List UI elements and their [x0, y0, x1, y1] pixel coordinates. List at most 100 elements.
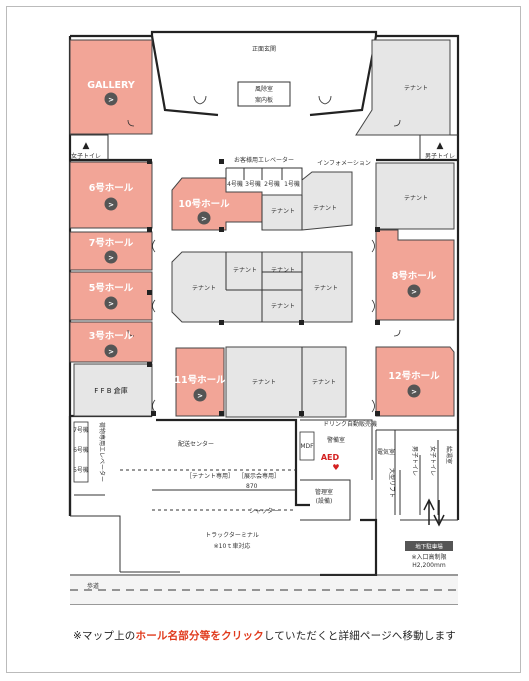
gallery-hall[interactable] [69, 39, 153, 135]
hall-6[interactable] [69, 161, 153, 229]
hall-label-3[interactable]: 3号ホール > [89, 331, 134, 358]
truck-terminal-label: トラックターミナル [205, 531, 259, 539]
svg-text:>: > [197, 392, 203, 400]
delivery-center-label: 配送センター [178, 440, 214, 448]
shutter-label: シャッター [249, 507, 279, 515]
gallery-arrow-icon[interactable] [104, 92, 118, 106]
svg-text:11号ホール[interactable]: 11号ホール [174, 375, 226, 386]
hall-3-arrow-icon[interactable] [104, 344, 118, 358]
hall-label-7[interactable]: 7号ホール > [89, 238, 134, 264]
svg-text:6号ホール[interactable]: 6号ホール [89, 183, 134, 194]
tenant-top-right[interactable] [355, 39, 451, 136]
hall-10-arrow-icon[interactable] [197, 211, 211, 225]
tenant-label-c3: テナント [192, 285, 216, 292]
svg-text:>: > [411, 288, 417, 296]
cargo-elevator-6: 6号機 [73, 446, 89, 454]
svg-text:>: > [411, 388, 417, 396]
basement-parking-label: 地下駐車場 [415, 543, 443, 551]
aed-heart-icon: ♥ [332, 463, 339, 472]
aed-label: AED [321, 453, 340, 462]
mdf-label: MDF [300, 443, 314, 450]
mens-toilet-label: 男子トイレ [425, 153, 455, 160]
security-label: 警備室 [327, 436, 345, 444]
block-dividers [225, 167, 303, 417]
windbreak-box [237, 81, 291, 107]
windbreak-label: 風除室 [255, 85, 273, 93]
mens-toilet-icon: ▲ [437, 141, 444, 151]
elevator-4: 4号機 [227, 180, 243, 188]
svg-text:>: > [108, 96, 114, 104]
cargo-elevator-5: 5号機 [73, 466, 89, 474]
womens-toilet-label: 女子トイレ [71, 152, 101, 160]
entrance-label: 正面玄関 [252, 45, 276, 53]
ffb-storage-label: F F B 倉庫 [94, 386, 128, 395]
tenant-label-right: テナント [404, 195, 428, 202]
information-label: インフォメーション [317, 160, 371, 167]
large-lift-label: 大型リフト [388, 468, 396, 498]
svg-text:>: > [108, 201, 114, 209]
guest-elevator-label: お客様用エレベーター [234, 156, 294, 164]
svg-text:>: > [108, 300, 114, 308]
svg-text:10号ホール[interactable]: 10号ホール [178, 199, 230, 210]
hall-label-8[interactable]: 8号ホール > [392, 271, 437, 298]
hall-label-6[interactable]: 6号ホール > [89, 183, 134, 211]
tenant-label-c8: テナント [252, 379, 276, 386]
elevator-2: 2号機 [264, 180, 280, 188]
svg-text:5号ホール[interactable]: 5号ホール [89, 283, 134, 294]
svg-text:3号ホール[interactable]: 3号ホール [89, 331, 134, 342]
parking-entry-arrows-icon [423, 498, 445, 527]
mens-toilet-v-label: 男子トイレ [411, 446, 418, 476]
hall-label-11[interactable]: 11号ホール > [174, 375, 226, 402]
entrance-limit-label: ※入口高制限 [411, 553, 446, 561]
svg-text:7号ホール[interactable]: 7号ホール [89, 238, 134, 249]
management-sub-label: (設備) [316, 497, 333, 505]
womens-toilet-v-label: 女子トイレ [429, 446, 437, 476]
exhibitor-only-label: ［展示会専用］ [238, 472, 280, 480]
svg-text:>: > [108, 348, 114, 356]
hall-7-arrow-icon[interactable] [104, 250, 118, 264]
footer-prefix: ※マップ上の [73, 630, 136, 642]
hall-label-12[interactable]: 12号ホール > [388, 371, 440, 398]
hall-blocks [69, 39, 455, 417]
hall-5[interactable] [69, 271, 153, 321]
svg-text:>: > [108, 254, 114, 262]
womens-toilet-icon: ▲ [83, 141, 90, 151]
footer-suffix: していただくと詳細ページへ移動します [263, 630, 456, 642]
hall-12-arrow-icon[interactable] [407, 384, 421, 398]
tenant-label-top-right: テナント [404, 85, 428, 92]
hall-12[interactable] [375, 346, 455, 417]
management-label: 管理室 [315, 488, 333, 496]
footer-highlight: ホール名部分等をクリック [135, 630, 264, 642]
drink-vending-label: ドリンク自動販売機 [323, 420, 377, 428]
svg-text:8号ホール[interactable]: 8号ホール [392, 271, 437, 282]
svg-text:>: > [201, 215, 207, 223]
cargo-elevator-7: 7号機 [73, 426, 89, 434]
tenant-center-bottom[interactable] [225, 346, 347, 418]
gallery-label[interactable]: GALLERY [87, 80, 135, 91]
tenant-label-c9: テナント [312, 379, 336, 386]
cargo-elevator-label: 荷物専用エレベーター [98, 422, 106, 482]
door-marks [127, 95, 401, 413]
svg-text:12号ホール[interactable]: 12号ホール [388, 371, 440, 382]
hall-6-arrow-icon[interactable] [104, 197, 118, 211]
tenant-label-c4: テナント [233, 267, 257, 274]
tenant-label-c1: テナント [271, 208, 295, 215]
elevator-1: 1号機 [284, 180, 300, 188]
hall-5-arrow-icon[interactable] [104, 296, 118, 310]
tenant-right-mid[interactable] [375, 162, 455, 230]
height-limit-label: H2,200mm [412, 562, 446, 569]
info-board-label: 案内板 [255, 96, 273, 104]
corridor-lines [120, 469, 296, 511]
hall-label-5[interactable]: 5号ホール > [89, 283, 134, 310]
hall-11[interactable] [175, 347, 225, 417]
elevator-3: 3号機 [245, 180, 261, 188]
hall-11-arrow-icon[interactable] [193, 388, 207, 402]
hall-10[interactable] [171, 177, 263, 231]
hall-label-10[interactable]: 10号ホール > [178, 199, 230, 225]
hall-8-arrow-icon[interactable] [407, 284, 421, 298]
ffb-storage-block[interactable] [73, 363, 153, 417]
pillars [147, 159, 380, 416]
sidewalk-label: 歩道 [87, 582, 99, 590]
tenant-only-label: ［テナント専用］ [186, 472, 234, 480]
